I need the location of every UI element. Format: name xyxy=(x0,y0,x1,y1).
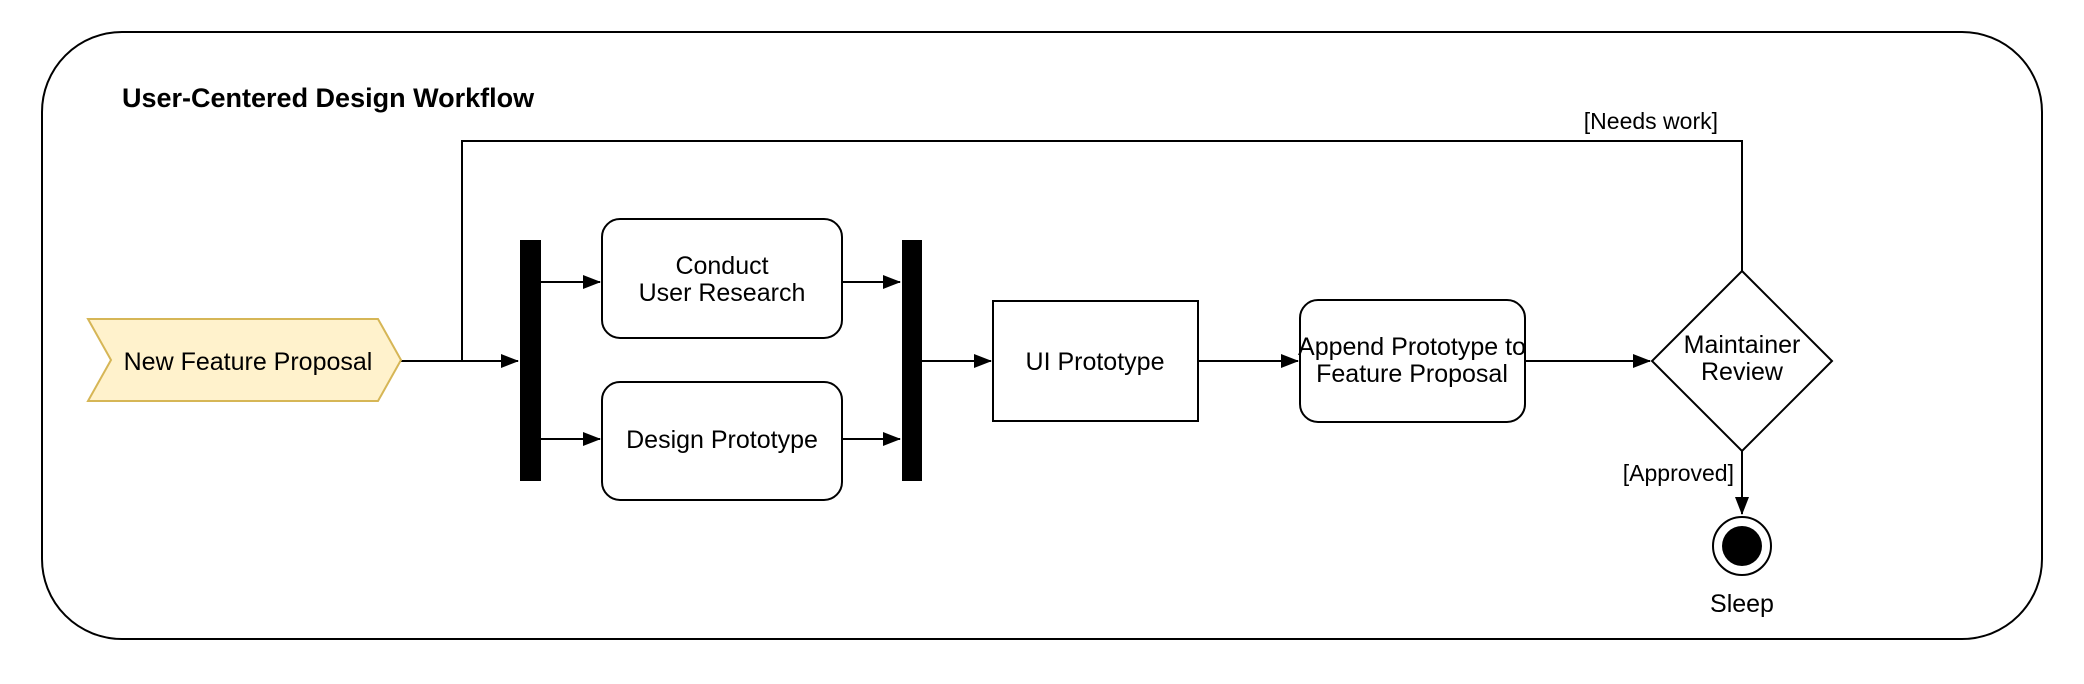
object-box xyxy=(992,300,1199,422)
decision-maintainer-review: Maintainer Review xyxy=(1650,269,1834,453)
object-ui-prototype: UI Prototype xyxy=(992,300,1199,422)
object-label: UI Prototype xyxy=(1026,348,1165,376)
decision-diamond xyxy=(1650,269,1834,453)
activity-box xyxy=(1299,299,1526,423)
final-node-sleep: Sleep xyxy=(1710,516,1774,618)
activity-label-line2: User Research xyxy=(639,279,806,307)
activity-label: Design Prototype xyxy=(626,426,818,454)
activity-box xyxy=(601,218,843,339)
activity-design-prototype: Design Prototype xyxy=(601,381,843,501)
activity-label-line2: Feature Proposal xyxy=(1316,360,1508,388)
edge-label-needs-work: [Needs work] xyxy=(1584,108,1718,134)
final-node-inner-circle xyxy=(1722,526,1762,566)
edges xyxy=(401,140,1749,515)
activity-label-line1: Append Prototype to xyxy=(1298,333,1526,361)
edge-label-approved: [Approved] xyxy=(1623,460,1734,486)
start-signal-node: New Feature Proposal xyxy=(86,318,403,402)
activity-conduct-user-research: Conduct User Research xyxy=(601,218,843,339)
decision-label-line1: Maintainer xyxy=(1684,331,1801,359)
signal-shape xyxy=(86,318,403,402)
activity-box xyxy=(601,381,843,501)
fork-bar xyxy=(520,240,541,481)
join-bar xyxy=(902,240,922,481)
edge-needs-work-loop xyxy=(461,140,1743,360)
final-node-label: Sleep xyxy=(1710,590,1774,618)
activity-label-line1: Conduct xyxy=(675,252,768,280)
start-signal-label: New Feature Proposal xyxy=(124,348,373,376)
diagram-title: User-Centered Design Workflow xyxy=(122,83,535,113)
decision-label-line2: Review xyxy=(1701,358,1784,386)
activity-append-prototype: Append Prototype to Feature Proposal xyxy=(1298,299,1526,423)
